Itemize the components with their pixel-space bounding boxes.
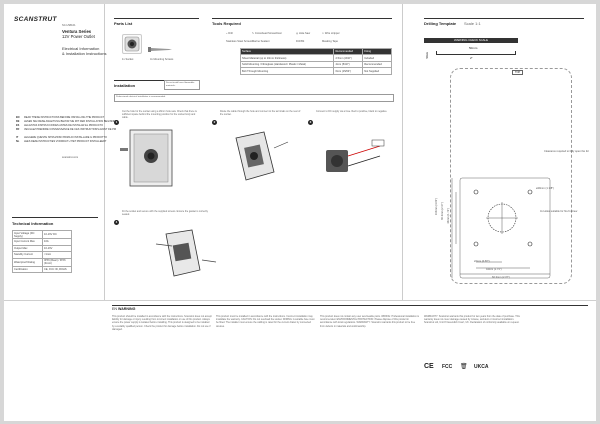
dimension-label: 104mm (4.09") (435, 198, 438, 216)
ce-mark-icon: CE (424, 363, 434, 370)
instruction-sheet-back: EN WARNING This product should be instal… (4, 300, 596, 421)
tool-sub-label: Drill Bit (296, 40, 305, 43)
section-rule (112, 305, 588, 306)
dimension-label: 44mm (1.73") (447, 208, 450, 224)
dimension-label: ø29mm (1 1/8") (536, 187, 554, 190)
tool-sub-label: Marine Sealant (252, 40, 270, 43)
website-link[interactable]: scanstrut.com (62, 156, 79, 159)
product-series: Ventura Series (62, 29, 92, 34)
brand-logo: SCANSTRUT (14, 16, 57, 23)
step-number: 2 (212, 120, 217, 125)
table-row: Input Voltage (DC Supply)10-16V DC (11, 229, 72, 240)
tool-sub-label: Stainless Steel Screws (226, 40, 253, 43)
step-number: 3 (308, 120, 313, 125)
step-3-illustration (310, 126, 396, 190)
warning-check-scale-banner: WARNING CHECK SCALE (424, 38, 518, 43)
screwdriver-icon: ✎ (252, 32, 255, 35)
step-text: Cut the hole for the socket using a 29mm… (122, 110, 197, 120)
socket-image (122, 34, 142, 54)
part-label: 1x Socket (122, 58, 134, 61)
install-warning: Do not install near flammable materials. (164, 80, 200, 90)
step-text: Fit the socket and secure with the suppl… (122, 210, 208, 217)
drilling-template-title: Drilling Template (424, 21, 457, 26)
tech-info-title: Technical Information (12, 221, 54, 226)
step-2-illustration (218, 126, 298, 190)
dimension-label: 4x Holes suitable for No.6 screw (540, 210, 578, 213)
fcc-mark-icon: FCC (442, 364, 453, 370)
product-name: 12V Power Outlet (62, 34, 95, 39)
section-rule (212, 18, 392, 19)
installation-title: Installation (114, 83, 136, 88)
column-divider (104, 4, 105, 300)
template-outline (450, 68, 572, 284)
step-text: Connect to DC supply via a fuse. Red to … (316, 110, 388, 113)
hole-saw-icon: ◎ (296, 32, 299, 35)
drill-icon: ⌁ (226, 32, 228, 35)
step-number: 1 (114, 120, 119, 125)
top-label: TOP (512, 70, 524, 75)
scale-dimension: 50mm (469, 46, 478, 50)
ukca-mark-icon: UKCA (474, 364, 489, 370)
scale-dimension: 50mm (426, 52, 429, 59)
tech-spec-table: Input Voltage (DC Supply)10-16V DC Input… (11, 229, 72, 274)
section-rule (114, 80, 199, 81)
dimension-label: 60.3mm (2.37") (441, 202, 444, 220)
table-row: Solid Mounting / Fibreglass (Hardwood / … (239, 60, 392, 69)
weee-bin-icon: 🗑 (460, 364, 468, 370)
step-1-illustration (116, 126, 196, 190)
instruction-sheet-front: SCANSTRUT SC-USB-01 Ventura Series 12V P… (4, 4, 596, 300)
parts-list-title: Parts List (114, 21, 133, 26)
step-text: Route the cable through the hole and con… (220, 110, 301, 117)
warranty-column: This product should be installed in acco… (112, 315, 212, 331)
tools-required-title: Tools Required (212, 21, 241, 26)
scale-dimension: 2" (470, 56, 473, 60)
section-rule (12, 217, 98, 218)
section-rule (424, 18, 584, 19)
warranty-heading: EN WARNING (112, 307, 136, 311)
tool-sub-label: Masking Tape (322, 40, 338, 43)
dimension-label: 44mm (1.73") (486, 268, 502, 271)
dimension-label: Clearance required to fully open the lid (544, 150, 589, 153)
model-code: SC-USB-01 (62, 24, 76, 27)
tool-label: ✎ Crosshead Screwdriver (252, 32, 282, 35)
tool-label: ✂ Wire stripper (322, 32, 340, 35)
warranty-column: This product must be installed in accord… (216, 315, 315, 328)
dimension-label: 22mm (0.87") (474, 260, 490, 263)
tool-label: ◎ Hole Saw (296, 32, 311, 35)
section-rule (114, 18, 199, 19)
warranty-column: This product does not contain any user s… (320, 315, 419, 328)
column-divider (402, 4, 403, 300)
table-row: Standby Current<1mA (11, 251, 72, 259)
dimension-label: 60.3mm (2.37") (492, 276, 510, 279)
install-warning-banner: Professional electrical installation is … (114, 94, 394, 102)
scale-bar (436, 51, 516, 55)
screw-image (148, 40, 172, 52)
step-4-illustration (144, 226, 224, 282)
doc-title-line-1: Electrical Information (62, 46, 100, 51)
wire-stripper-icon: ✂ (322, 32, 325, 35)
drilling-template-drawing (451, 177, 551, 279)
part-label: 4x Mounting Screws (150, 58, 174, 61)
step-number: 4 (114, 220, 119, 225)
doc-title-line-2: & Installation Instructions (62, 51, 107, 56)
tool-label: ⌁ Drill (226, 32, 233, 35)
warranty-column: WARRANTY: Scanstrut warrants this produc… (424, 315, 520, 325)
drilling-scale: Scale 1:1 (464, 21, 481, 26)
